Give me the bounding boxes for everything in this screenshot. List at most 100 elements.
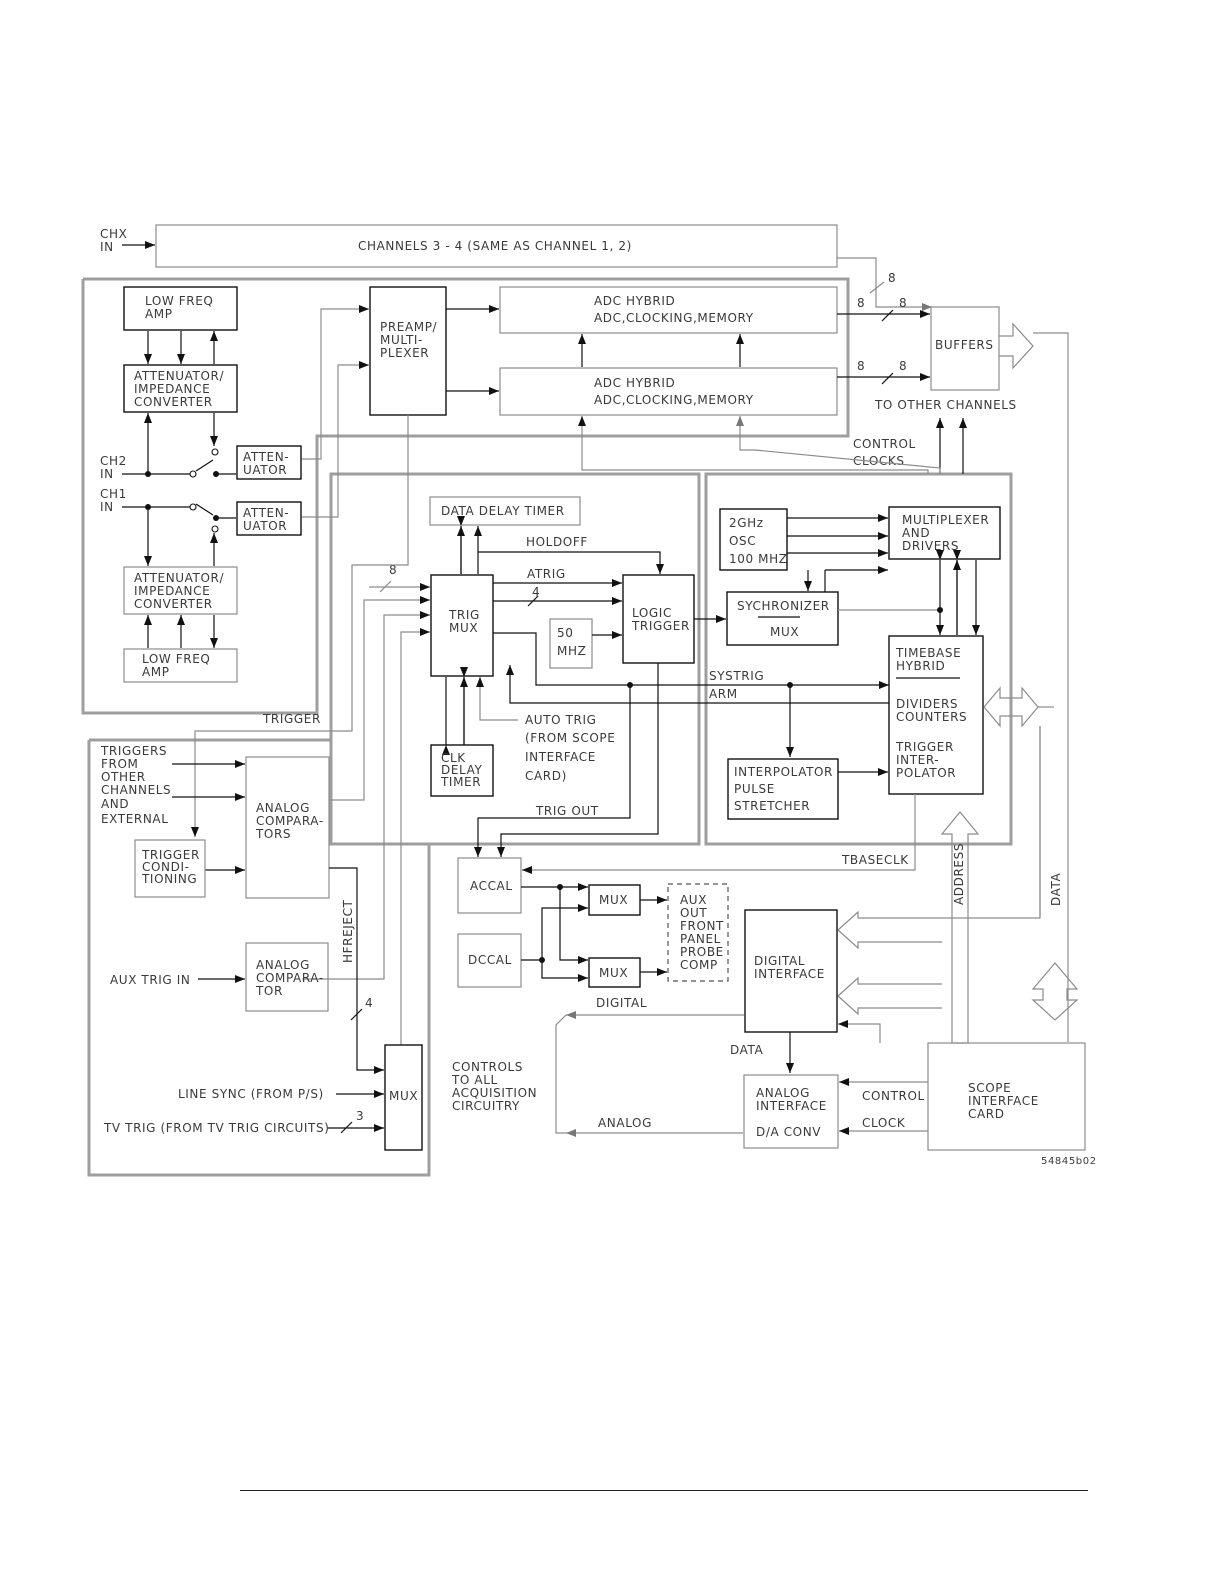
dccal-label: DCCAL — [468, 953, 512, 967]
clk-delay-timer-box — [430, 744, 494, 797]
buffers-label: BUFFERS — [935, 338, 994, 352]
tbaseclk-label: TBASECLK — [841, 853, 909, 867]
ch2-label: CH2 — [100, 454, 127, 468]
bus-width-label: 8 — [899, 296, 907, 310]
mux-label: MUX — [599, 893, 628, 907]
scope-interface-card-box — [927, 1042, 1086, 1151]
clocks-label: CLOCKS — [853, 454, 905, 468]
osc-label: 2GHz — [729, 516, 764, 530]
chx-label: CHX — [100, 227, 127, 241]
clk-delay-timer-label-2: DELAY — [441, 763, 482, 777]
analog-label: ANALOG — [598, 1116, 652, 1130]
triggers-from-label-3: OTHER — [101, 770, 146, 784]
analog-interface-label: ANALOG — [756, 1086, 810, 1100]
analog-comparators-box — [245, 756, 330, 899]
adc-hybrid-top-box — [499, 286, 838, 334]
adc-hybrid-bottom-box — [499, 367, 838, 416]
analog-interface-label-2: INTERFACE — [756, 1099, 827, 1113]
analog-comparator-label-3: TOR — [255, 984, 283, 998]
data-delay-timer-label: DATA DELAY TIMER — [441, 504, 565, 518]
timebase-label: TIMEBASE — [895, 646, 961, 660]
channels-3-4-label: CHANNELS 3 - 4 (SAME AS CHANNEL 1, 2) — [358, 239, 632, 253]
address-label: ADDRESS — [952, 843, 966, 905]
digital-label: DIGITAL — [596, 996, 647, 1010]
low-freq-amp-top-box — [123, 286, 238, 331]
controls-all-label-4: CIRCUITRY — [452, 1099, 520, 1113]
mux-label: MUX — [599, 966, 628, 980]
mux-drivers-label: MULTIPLEXER — [902, 513, 989, 527]
timebase-label-6: INTER- — [896, 753, 939, 767]
atten-imp-label-2: IMPEDANCE — [134, 584, 210, 598]
adc-hybrid-label-2: ADC,CLOCKING,MEMORY — [594, 393, 754, 407]
bus-width-label: 8 — [389, 563, 397, 577]
timebase-region-outline — [704, 472, 1013, 846]
atrig-label: ATRIG — [527, 567, 566, 581]
aux-out-label-2: OUT — [680, 906, 707, 920]
aux-out-label-3: FRONT — [680, 919, 724, 933]
low-freq-amp-label-2: AMP — [145, 307, 173, 321]
preamp-label-3: PLEXER — [380, 346, 429, 360]
auto-trig-label-2: (FROM SCOPE — [525, 731, 615, 745]
ch1-in-label: IN — [100, 500, 114, 514]
trigger-cond-label: TRIGGER — [141, 848, 200, 862]
to-other-channels-label: TO OTHER CHANNELS — [874, 398, 1017, 412]
aux-out-label: AUX — [680, 893, 707, 907]
mux-trigger-select-box — [384, 1044, 423, 1151]
accal-label: ACCAL — [470, 879, 513, 893]
attenuator-label: ATTEN- — [243, 450, 289, 464]
tv-trig-label: TV TRIG (FROM TV TRIG CIRCUITS) — [103, 1121, 329, 1135]
mux-label: MUX — [389, 1089, 418, 1103]
attenuator-ch2-box — [236, 445, 302, 480]
adc-hybrid-label: ADC HYBRID — [594, 376, 675, 390]
fifty-mhz-label-2: MHZ — [557, 644, 586, 658]
mux-drivers-label-2: AND — [902, 526, 930, 540]
multiplexer-drivers-box — [888, 506, 1001, 560]
footer-rule — [240, 1490, 1088, 1491]
trig-mux-label: TRIG — [448, 608, 480, 622]
osc-label-2: OSC — [729, 534, 756, 548]
timebase-hybrid-box — [888, 635, 984, 795]
holdoff-label: HOLDOFF — [526, 535, 588, 549]
triggers-from-label-6: EXTERNAL — [101, 812, 169, 826]
clk-delay-timer-label: CLK — [441, 751, 466, 765]
low-freq-amp-bottom-box — [123, 648, 238, 683]
atten-imp-label: ATTENUATOR/ — [134, 571, 224, 585]
attenuator-impedance-converter-bottom-box — [123, 566, 238, 615]
triggers-from-label-5: AND — [101, 797, 129, 811]
attenuator-ch1-box — [236, 501, 302, 536]
timebase-label-4: COUNTERS — [896, 710, 967, 724]
trigger-input-region-outline — [87, 713, 431, 1177]
sychronizer-label: SYCHRONIZER — [737, 599, 830, 613]
interpolator-label-2: PULSE — [734, 782, 775, 796]
trigger-label: TRIGGER — [262, 712, 321, 726]
aux-out-label-6: COMP — [680, 958, 718, 972]
sychronizer-box — [726, 591, 839, 646]
timebase-label-3: DIVIDERS — [896, 697, 958, 711]
scope-interface-label-3: CARD — [968, 1107, 1005, 1121]
auto-trig-label-3: INTERFACE — [525, 750, 596, 764]
accal-box — [457, 857, 522, 914]
arm-label: ARM — [709, 687, 738, 701]
figure-id-label: 54845b02 — [1041, 1156, 1097, 1167]
atten-imp-label-3: CONVERTER — [134, 597, 213, 611]
aux-out-label-5: PROBE — [680, 945, 724, 959]
region-outlines — [81, 277, 1013, 1177]
scope-interface-label: SCOPE — [968, 1081, 1011, 1095]
buffers-box — [930, 306, 1000, 391]
adc-hybrid-label-2: ADC,CLOCKING,MEMORY — [594, 311, 754, 325]
adc-hybrid-label: ADC HYBRID — [594, 294, 675, 308]
triggers-from-label: TRIGGERS — [100, 744, 167, 758]
fifty-mhz-label: 50 — [557, 626, 573, 640]
channel-region-outline — [81, 277, 850, 715]
auto-trig-label: AUTO TRIG — [525, 713, 597, 727]
atten-imp-label-2: IMPEDANCE — [134, 382, 210, 396]
analog-comparators-label: ANALOG — [256, 801, 310, 815]
ch2-in-label: IN — [100, 467, 114, 481]
osc-label-3: 100 MHZ — [729, 552, 788, 566]
attenuator-label-2: UATOR — [243, 463, 287, 477]
aux-out-box — [667, 883, 729, 982]
control-label: CONTROL — [853, 437, 916, 451]
digital-interface-box — [744, 909, 838, 1033]
mux-drivers-label-3: DRIVERS — [902, 539, 959, 553]
